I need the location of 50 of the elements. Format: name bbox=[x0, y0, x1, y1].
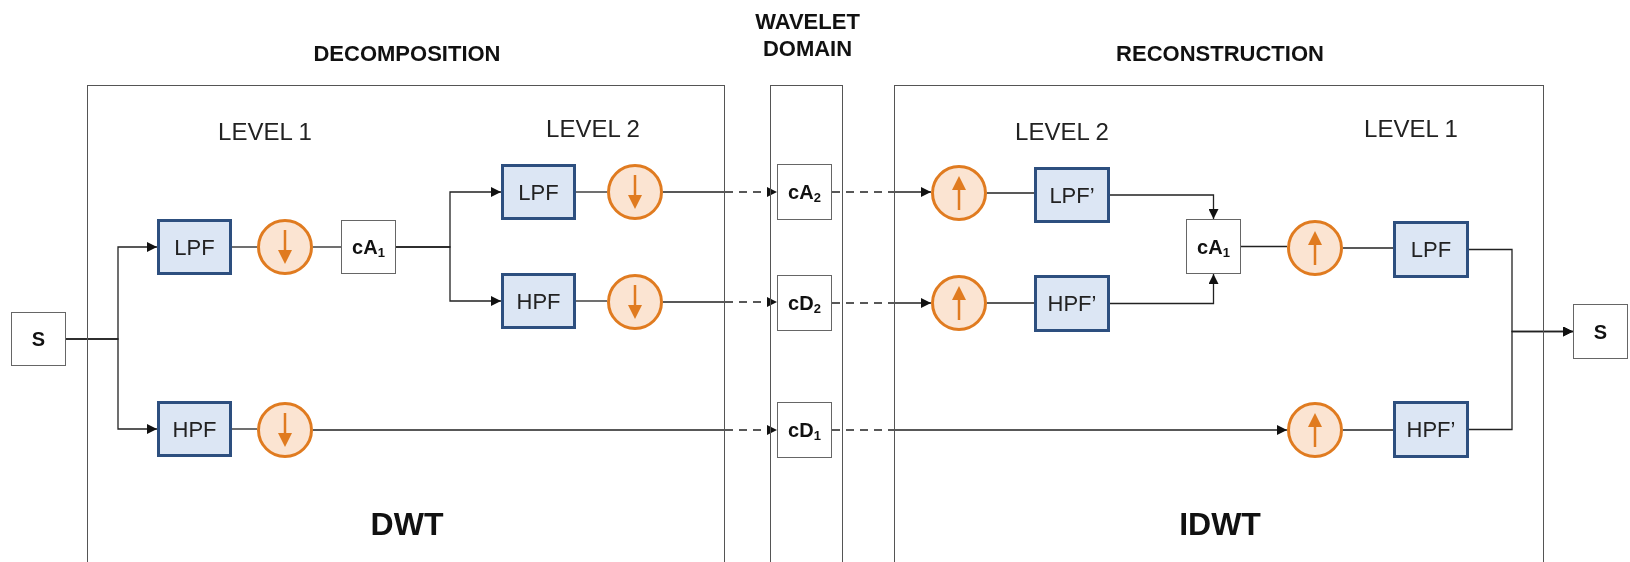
connector-arrow bbox=[1109, 194, 1219, 220]
level-label: LEVEL 2 bbox=[545, 115, 641, 143]
filter-box bbox=[1034, 167, 1110, 223]
signal-label: cA$_{2}$ bbox=[788, 180, 821, 207]
stage-heading: DECOMPOSITION bbox=[312, 40, 502, 67]
stage-title: IDWT bbox=[1178, 506, 1262, 542]
connector-arrow bbox=[831, 298, 932, 308]
signal-box bbox=[777, 164, 832, 220]
connector-arrow bbox=[395, 246, 502, 306]
signal-label: cD$_{1}$ bbox=[788, 418, 821, 445]
filter-box bbox=[157, 401, 232, 457]
signal-label: S bbox=[1593, 319, 1608, 345]
signal-box bbox=[777, 275, 832, 331]
level-label: LEVEL 2 bbox=[1014, 118, 1110, 146]
stage-heading: WAVELET DOMAIN bbox=[754, 8, 861, 62]
filter-box bbox=[1393, 401, 1469, 458]
level-label: LEVEL 1 bbox=[1363, 115, 1459, 143]
signal-box bbox=[1186, 219, 1241, 274]
filter-box bbox=[501, 164, 576, 220]
filter-label: HPF’ bbox=[1047, 290, 1097, 318]
signal-label: cA$_{1}$ bbox=[352, 235, 385, 262]
connector-arrow bbox=[662, 297, 778, 307]
filter-label: HPF bbox=[172, 415, 217, 444]
signal-box bbox=[1573, 304, 1628, 359]
connector-arrow bbox=[831, 425, 1288, 435]
filter-label: HPF’ bbox=[1406, 416, 1456, 444]
signal-label: cA$_{1}$ bbox=[1197, 234, 1230, 262]
signal-box bbox=[11, 312, 66, 366]
signal-label: cD$_{2}$ bbox=[788, 291, 821, 318]
filter-label: LPF bbox=[174, 233, 215, 262]
filter-box bbox=[1034, 275, 1110, 332]
filter-label: HPF bbox=[516, 287, 561, 316]
connector-arrow bbox=[312, 425, 778, 435]
stage-title: DWT bbox=[369, 506, 445, 542]
filter-label: LPF bbox=[1410, 236, 1452, 264]
level-label: LEVEL 1 bbox=[217, 118, 313, 146]
connector-arrow bbox=[1468, 326, 1574, 431]
connector-arrow bbox=[1109, 273, 1219, 305]
signal-box bbox=[341, 220, 396, 274]
signal-box bbox=[777, 402, 832, 458]
filter-box bbox=[501, 273, 576, 329]
stage-heading: RECONSTRUCTION bbox=[1115, 40, 1325, 67]
connector-arrow bbox=[65, 338, 158, 434]
connector-arrow bbox=[662, 187, 778, 197]
filter-label: LPF bbox=[518, 178, 559, 207]
connector-arrow bbox=[831, 187, 932, 197]
filter-box bbox=[157, 219, 232, 275]
signal-label: S bbox=[31, 327, 46, 352]
filter-box bbox=[1393, 221, 1469, 278]
filter-label: LPF’ bbox=[1049, 181, 1095, 210]
